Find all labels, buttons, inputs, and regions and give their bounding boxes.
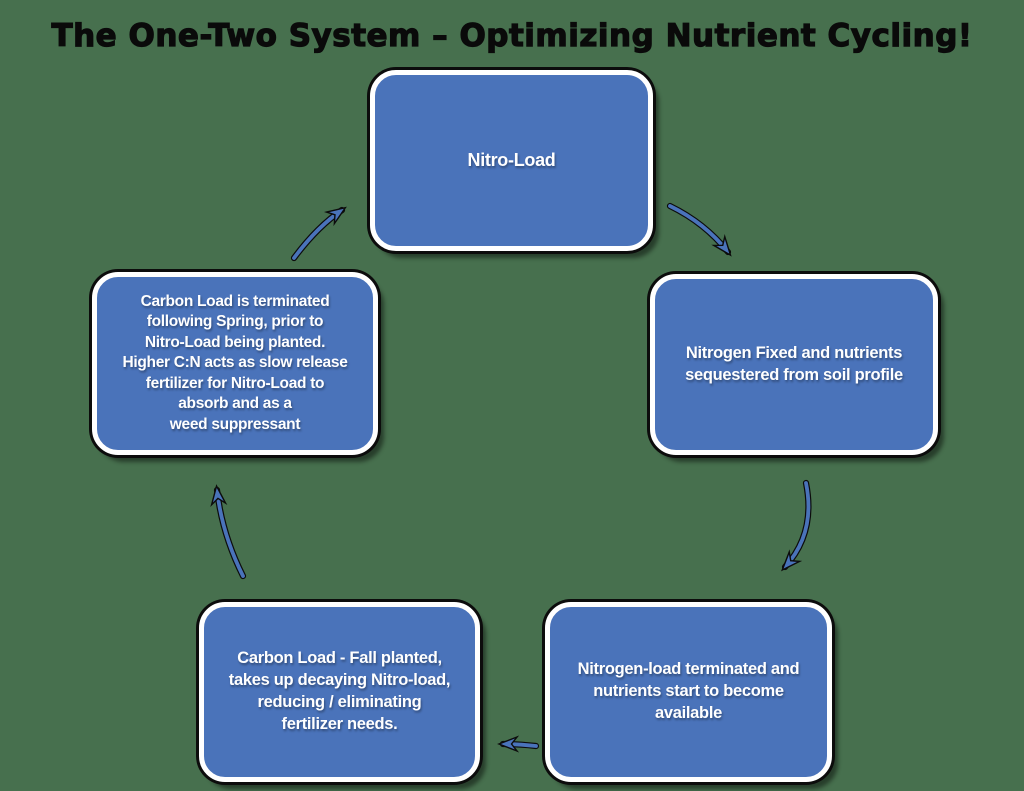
- node-carbon-load-planted: Carbon Load - Fall planted, takes up dec…: [199, 602, 480, 782]
- arrow-nitro-load-to-nitrogen-fixed: [666, 202, 728, 252]
- node-nitrogen-fixed: Nitrogen Fixed and nutrients sequestered…: [650, 274, 938, 455]
- node-nitro-load: Nitro-Load: [370, 70, 653, 251]
- arrow-carbon-load-planted-to-carbon-load-terminated: [217, 490, 247, 580]
- node-nitrogen-load-terminated: Nitrogen-load terminated and nutrients s…: [545, 602, 832, 782]
- arrow-nitrogen-load-terminated-to-carbon-load-planted: [503, 744, 540, 746]
- arrow-carbon-load-terminated-to-nitro-load: [290, 210, 342, 262]
- diagram-title: The One-Two System – Optimizing Nutrient…: [51, 17, 973, 54]
- arrow-nitrogen-fixed-to-nitrogen-load-terminated: [785, 479, 812, 567]
- node-carbon-load-terminated: Carbon Load is terminated following Spri…: [92, 272, 378, 455]
